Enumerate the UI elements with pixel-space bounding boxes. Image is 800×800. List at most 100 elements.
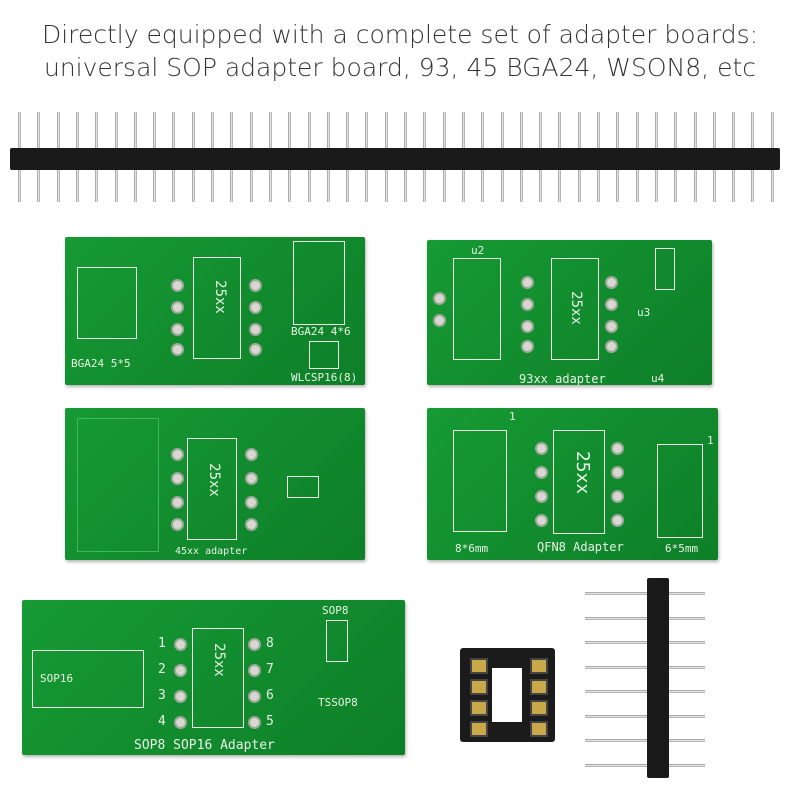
dip8-outline: [192, 628, 244, 728]
pad: [611, 442, 624, 455]
long-pin-header: [10, 112, 780, 202]
pin-number-4: 4: [158, 714, 166, 729]
pad: [521, 276, 534, 289]
product-caption: Directly equipped with a complete set of…: [0, 18, 800, 84]
pin-number-3: 3: [158, 688, 166, 703]
dip8-outline: [187, 438, 237, 540]
socket-contact: [470, 700, 488, 716]
pin-number-2: 2: [158, 662, 166, 677]
header-pin: [585, 616, 705, 620]
pad: [171, 472, 184, 485]
caption-line-2: universal SOP adapter board, 93, 45 BGA2…: [43, 53, 757, 82]
trace-fan-area: [77, 418, 159, 552]
pad: [535, 466, 548, 479]
u3-label: u3: [637, 306, 651, 319]
45xx-adapter-board: 25xx 45xx adapter: [65, 408, 365, 560]
chip-label: 25xx: [210, 643, 227, 677]
caption-line-1: Directly equipped with a complete set of…: [41, 20, 759, 49]
pad: [249, 279, 262, 292]
header-pin: [585, 665, 705, 669]
pad: [249, 323, 262, 336]
pad: [171, 448, 184, 461]
pad: [174, 716, 187, 729]
header-pin: [585, 592, 705, 595]
u2-label: u2: [471, 244, 485, 257]
93xx-adapter-label: 93xx adapter: [519, 372, 606, 385]
pad: [433, 292, 446, 305]
socket-contact: [470, 721, 488, 737]
pad: [611, 514, 624, 527]
pad: [605, 320, 618, 333]
u4-label: u4: [651, 372, 665, 385]
qfn8-adapter-board: 1 1 25xx 8*6mm QFN8 Adapter 6*5mm: [427, 408, 718, 560]
sop8-sop16-adapter-board: SOP16 25xx SOP8 TSSOP8 SOP8 SOP16 Adapte…: [22, 600, 405, 755]
pad: [249, 301, 262, 314]
wlcsp-footprint: [309, 341, 339, 369]
pad: [174, 638, 187, 651]
header-pin: [585, 690, 705, 693]
8x6mm-label: 8*6mm: [455, 542, 489, 555]
adapter-label: SOP8 SOP16 Adapter: [134, 738, 275, 753]
pad: [171, 279, 184, 292]
header-pin: [585, 641, 705, 644]
pad: [174, 664, 187, 677]
bga24-adapter-board: 25xx BGA24 5*5 BGA24 4*6 WLCSP16(8): [65, 237, 365, 385]
sop16-label: SOP16: [40, 672, 74, 685]
pad: [605, 298, 618, 311]
short-pin-header: [585, 578, 705, 778]
pad: [611, 490, 624, 503]
pad: [171, 496, 184, 509]
pad: [521, 320, 534, 333]
socket-contact: [530, 679, 548, 695]
chip-label: 25xx: [211, 280, 228, 314]
pad: [605, 276, 618, 289]
header-plastic-bar: [10, 148, 780, 170]
pin-number-1: 1: [158, 636, 166, 651]
sop8-footprint: [655, 248, 675, 290]
socket-contact: [530, 700, 548, 716]
pad: [245, 496, 258, 509]
chip-label: 25xx: [567, 291, 584, 325]
dip8-outline: [551, 258, 599, 360]
chip-label: 25xx: [205, 463, 222, 497]
pad: [248, 716, 261, 729]
pin1-marker: 1: [509, 410, 516, 423]
sop8-footprint: [326, 620, 348, 662]
sop8-footprint: [287, 476, 319, 498]
bga-5x5-footprint: [77, 267, 137, 339]
socket-contact: [530, 658, 548, 674]
pad: [245, 448, 258, 461]
socket-center-slot: [492, 668, 522, 722]
sop16-footprint: [32, 650, 144, 708]
dip8-socket: [460, 648, 555, 742]
header-plastic-bar: [647, 578, 669, 778]
qfn8-adapter-label: QFN8 Adapter: [537, 540, 624, 554]
pad: [521, 298, 534, 311]
pad: [171, 323, 184, 336]
dip8-outline: [553, 430, 605, 534]
bga24-5x5-label: BGA24 5*5: [71, 357, 131, 370]
pad: [171, 343, 184, 356]
pin-number-7: 7: [266, 662, 274, 677]
pad: [171, 301, 184, 314]
pin-number-6: 6: [266, 688, 274, 703]
sop8-label: SOP8: [322, 604, 349, 617]
pad: [245, 518, 258, 531]
pin-number-5: 5: [266, 714, 274, 729]
pad: [249, 343, 262, 356]
pad: [535, 490, 548, 503]
pad: [248, 690, 261, 703]
pad: [605, 340, 618, 353]
bga24-4x6-label: BGA24 4*6: [291, 325, 351, 338]
socket-contact: [470, 679, 488, 695]
qfn-6x5-footprint: [657, 444, 703, 538]
pad: [521, 340, 534, 353]
wlcsp16-label: WLCSP16(8): [291, 371, 358, 384]
header-pin: [585, 763, 705, 767]
pad: [171, 518, 184, 531]
qfn-8x6-footprint: [453, 430, 507, 532]
socket-contact: [470, 658, 488, 674]
45xx-adapter-label: 45xx adapter: [175, 546, 248, 557]
pad: [245, 472, 258, 485]
bga-4x6-footprint: [293, 241, 345, 325]
